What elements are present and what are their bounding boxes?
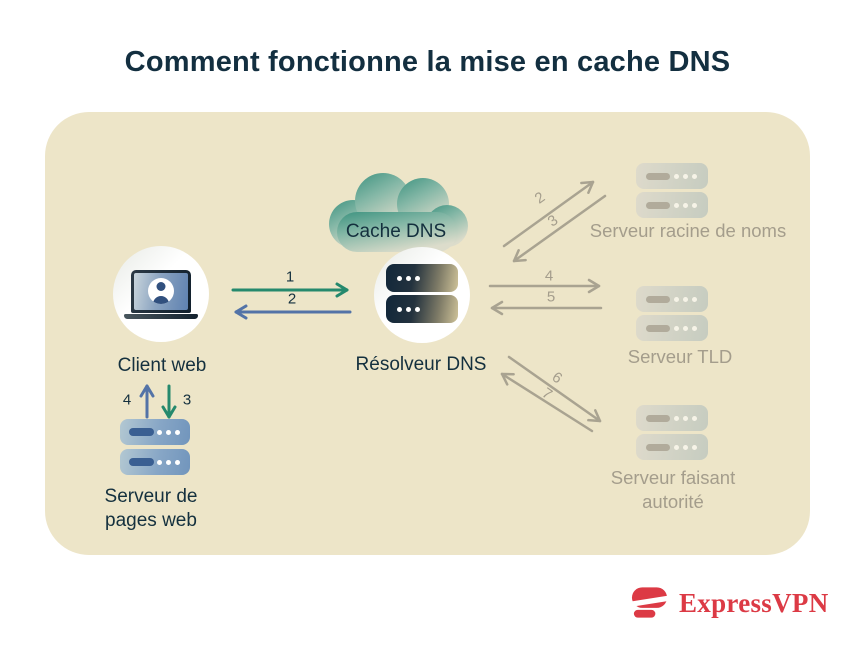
web-pages-label-line1: Serveur de [104,486,198,507]
resolver-server-icon [386,264,458,326]
tld-server-label: Serveur TLD [627,346,733,367]
resolver-label: Résolveur DNS [355,354,487,375]
resolver-node [374,247,470,343]
brand-logo: ExpressVPN [630,586,829,620]
arrow-step-label: 4 [544,267,554,285]
laptop-user-icon [124,269,198,319]
root-server-label: Serveur racine de noms [589,220,787,241]
cloud-icon [329,173,468,252]
root-server-icon [636,163,708,221]
arrow-step-label: 5 [546,288,556,306]
authoritative-server-label: Serveur faisant autorité [611,466,735,514]
client-web-node [113,246,209,342]
arrow-step-label: 1 [285,268,295,286]
cache-dns-label: Cache DNS [345,221,447,242]
authoritative-label-line2: autorité [642,491,704,512]
page-title: Comment fonctionne la mise en cache DNS [124,46,731,78]
web-pages-server-icon [120,419,190,479]
authoritative-label-line1: Serveur faisant [610,467,736,488]
authoritative-server-icon [636,405,708,463]
tld-server-icon [636,286,708,344]
expressvpn-logo-icon [630,587,669,618]
arrow-step-label: 3 [182,391,192,409]
web-pages-label-line2: pages web [105,510,197,531]
avatar [148,278,174,304]
brand-wordmark: ExpressVPN [679,587,829,618]
arrow-step-label: 4 [122,391,132,409]
client-web-label: Client web [117,355,207,376]
arrow-step-label: 2 [287,290,297,308]
web-pages-server-label: Serveur de pages web [105,485,198,533]
